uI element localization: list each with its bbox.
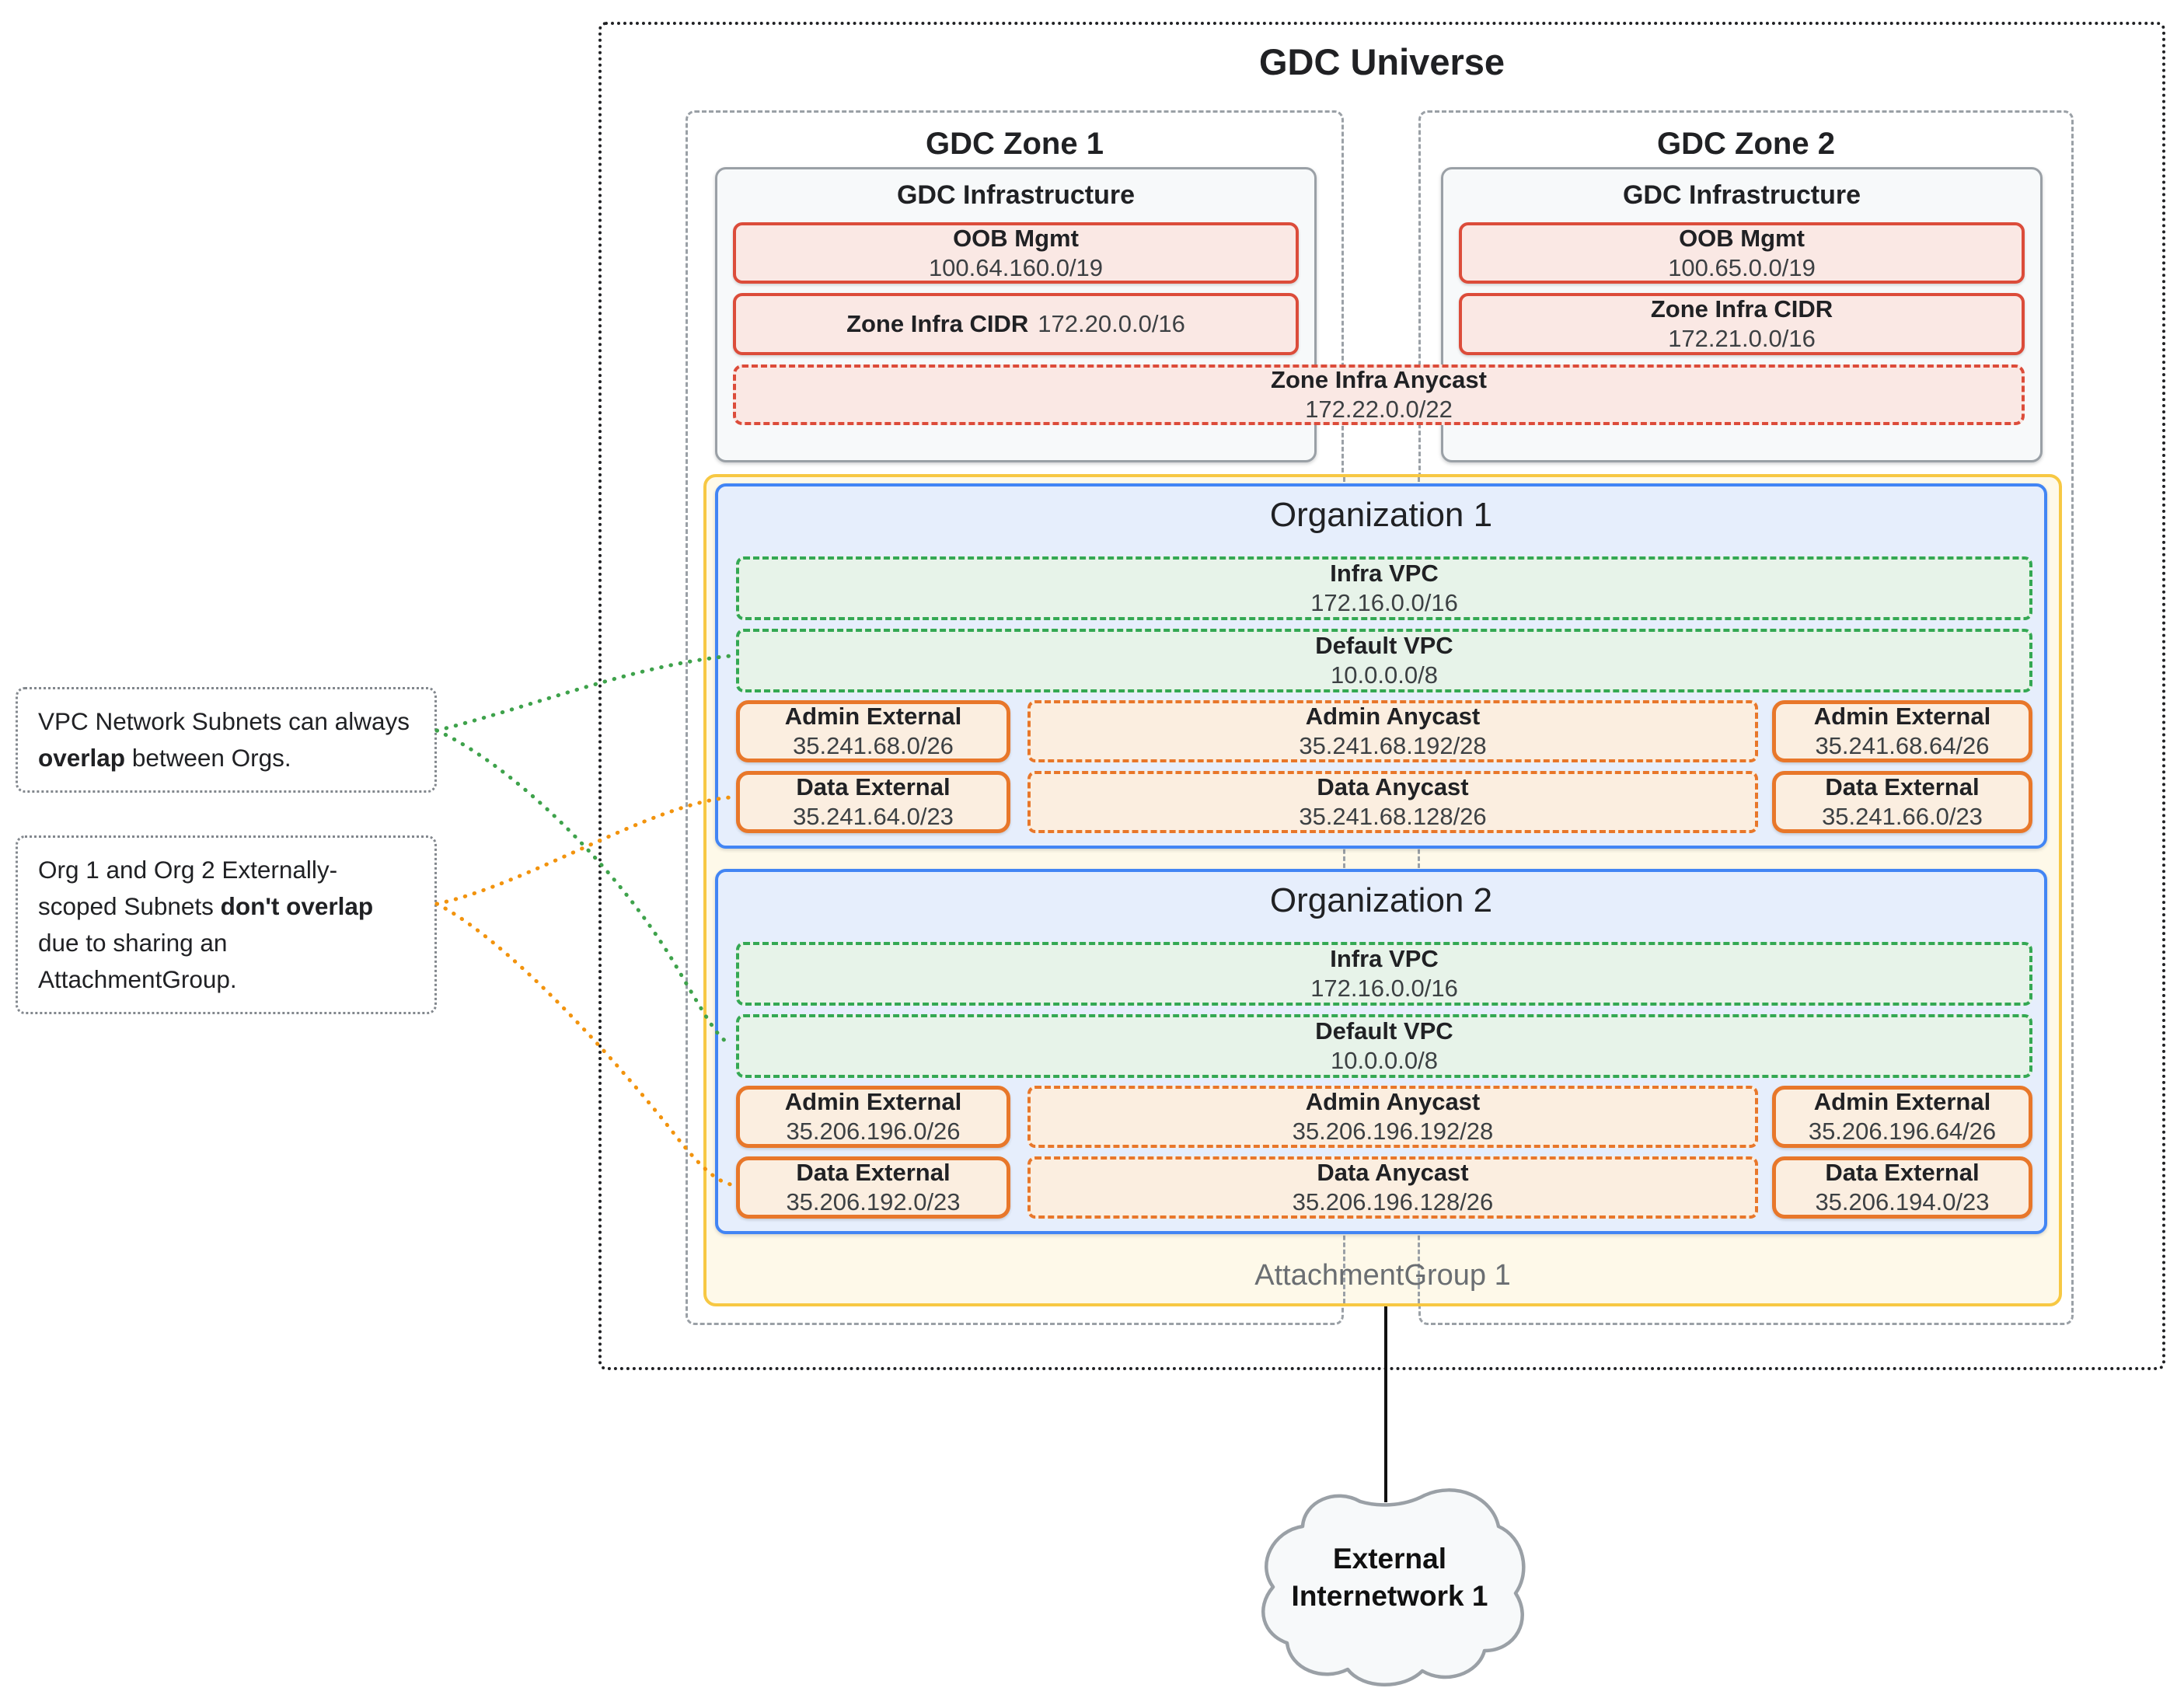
subnet-label: Data Anycast [1317, 773, 1469, 800]
org-2-default-vpc-box: Default VPC 10.0.0.0/8 [736, 1014, 2032, 1078]
org-2-data-external-left-box: Data External 35.206.192.0/23 [736, 1156, 1010, 1219]
subnet-cidr: 35.241.64.0/23 [793, 803, 954, 830]
org-1-admin-external-right-box: Admin External 35.241.68.64/26 [1772, 700, 2032, 762]
note-bold-text: overlap [38, 744, 126, 772]
subnet-cidr: 35.206.194.0/23 [1815, 1188, 1990, 1215]
note-bold-text: don't overlap [220, 892, 374, 920]
org-2-default-vpc-cidr: 10.0.0.0/8 [1331, 1047, 1438, 1074]
oob-label-zone-2: OOB Mgmt [1679, 224, 1805, 252]
subnet-label: Admin External [784, 703, 962, 730]
org-1-default-vpc-cidr: 10.0.0.0/8 [1331, 661, 1438, 689]
subnet-cidr: 35.241.68.192/28 [1299, 732, 1487, 759]
org-1-admin-external-left-box: Admin External 35.241.68.0/26 [736, 700, 1010, 762]
external-internetwork-line2: Internetwork 1 [1291, 1580, 1488, 1612]
zone-infra-cidr-label-zone-2: Zone Infra CIDR [1650, 295, 1833, 323]
oob-label-zone-1: OOB Mgmt [953, 224, 1079, 252]
external-internetwork-label: External Internetwork 1 [1242, 1540, 1537, 1615]
zone-infra-anycast-value: 172.22.0.0/22 [1305, 396, 1453, 423]
subnet-label: Admin Anycast [1305, 1088, 1481, 1115]
org-1-data-external-right-box: Data External 35.241.66.0/23 [1772, 771, 2032, 833]
subnet-cidr: 35.241.68.64/26 [1815, 732, 1990, 759]
infra-title-zone-1: GDC Infrastructure [896, 180, 1136, 210]
subnet-label: Admin External [1813, 1088, 1991, 1115]
org-2-admin-external-right-box: Admin External 35.206.196.64/26 [1772, 1086, 2032, 1148]
note-text: Org 1 and Org 2 Externally-scoped Subnet… [38, 856, 338, 920]
org-1-data-anycast-box: Data Anycast 35.241.68.128/26 [1027, 771, 1758, 833]
oob-cidr-zone-1: 100.64.160.0/19 [928, 253, 1104, 281]
subnet-cidr: 35.206.196.0/26 [786, 1118, 961, 1145]
attachment-to-internet-line [1384, 1306, 1387, 1502]
subnet-cidr: 35.206.196.192/28 [1292, 1118, 1494, 1145]
org-1-infra-vpc-box: Infra VPC 172.16.0.0/16 [736, 556, 2032, 620]
org-2-admin-external-left-box: Admin External 35.206.196.0/26 [736, 1086, 1010, 1148]
oob-cidr-zone-2: 100.65.0.0/19 [1668, 253, 1816, 281]
org-1-title: Organization 1 [1269, 496, 1493, 534]
org-1-data-external-left-box: Data External 35.241.64.0/23 [736, 771, 1010, 833]
zone-infra-cidr-box-zone-2: Zone Infra CIDR 172.21.0.0/16 [1459, 293, 2025, 355]
subnet-label: Admin Anycast [1305, 703, 1481, 730]
subnet-cidr: 35.241.68.0/26 [793, 732, 954, 759]
org-2-frame: Organization 2 Infra VPC 172.16.0.0/16 D… [715, 869, 2047, 1234]
cloud-icon [1261, 1488, 1526, 1686]
cloud-shape [1261, 1488, 1526, 1686]
attachment-group-label: AttachmentGroup 1 [1254, 1259, 1511, 1292]
subnet-cidr: 35.241.68.128/26 [1299, 803, 1487, 830]
oob-mgmt-box-zone-1: OOB Mgmt 100.64.160.0/19 [733, 222, 1299, 284]
org-2-infra-vpc-label: Infra VPC [1330, 945, 1439, 972]
zone-2-title: GDC Zone 2 [1657, 127, 1835, 161]
zone-infra-cidr-value-zone-2: 172.21.0.0/16 [1668, 325, 1816, 352]
note-no-overlap: Org 1 and Org 2 Externally-scoped Subnet… [16, 835, 437, 1014]
infra-title-zone-2: GDC Infrastructure [1622, 180, 1861, 210]
zone-infra-cidr-label-zone-1: Zone Infra CIDR [846, 310, 1029, 337]
org-2-data-anycast-box: Data Anycast 35.206.196.128/26 [1027, 1156, 1758, 1219]
org-1-infra-vpc-label: Infra VPC [1330, 560, 1439, 587]
subnet-cidr: 35.206.196.64/26 [1808, 1118, 1997, 1145]
zone-infra-cidr-box-zone-1: Zone Infra CIDR 172.20.0.0/16 [733, 293, 1299, 355]
note-text: VPC Network Subnets can always [38, 707, 410, 735]
universe-title: GDC Universe [1258, 41, 1505, 82]
subnet-cidr: 35.206.196.128/26 [1292, 1188, 1494, 1215]
subnet-cidr: 35.241.66.0/23 [1822, 803, 1983, 830]
zone-1-title: GDC Zone 1 [926, 127, 1104, 161]
zone-infra-cidr-value-zone-1: 172.20.0.0/16 [1038, 310, 1185, 337]
subnet-cidr: 35.206.192.0/23 [786, 1188, 961, 1215]
org-2-admin-anycast-box: Admin Anycast 35.206.196.192/28 [1027, 1086, 1758, 1148]
subnet-label: Admin External [1813, 703, 1991, 730]
subnet-label: Data External [796, 1159, 951, 1186]
org-1-admin-anycast-box: Admin Anycast 35.241.68.192/28 [1027, 700, 1758, 762]
subnet-label: Data External [1825, 773, 1980, 800]
org-2-infra-vpc-cidr: 172.16.0.0/16 [1310, 975, 1458, 1002]
note-text: between Orgs. [125, 744, 291, 772]
org-2-data-external-right-box: Data External 35.206.194.0/23 [1772, 1156, 2032, 1219]
external-internetwork-line1: External [1332, 1543, 1446, 1575]
subnet-label: Data External [796, 773, 951, 800]
oob-mgmt-box-zone-2: OOB Mgmt 100.65.0.0/19 [1459, 222, 2025, 284]
org-1-default-vpc-box: Default VPC 10.0.0.0/8 [736, 629, 2032, 692]
org-2-default-vpc-label: Default VPC [1315, 1017, 1453, 1045]
zone-infra-anycast-box: Zone Infra Anycast 172.22.0.0/22 [733, 364, 2025, 425]
note-vpc-overlap: VPC Network Subnets can always overlap b… [16, 687, 437, 793]
subnet-label: Data Anycast [1317, 1159, 1469, 1186]
org-1-frame: Organization 1 Infra VPC 172.16.0.0/16 D… [715, 483, 2047, 849]
org-2-infra-vpc-box: Infra VPC 172.16.0.0/16 [736, 942, 2032, 1006]
subnet-label: Admin External [784, 1088, 962, 1115]
note-text: due to sharing an AttachmentGroup. [38, 929, 237, 993]
org-1-infra-vpc-cidr: 172.16.0.0/16 [1310, 589, 1458, 616]
subnet-label: Data External [1825, 1159, 1980, 1186]
zone-infra-anycast-label: Zone Infra Anycast [1271, 366, 1487, 393]
org-1-default-vpc-label: Default VPC [1315, 632, 1453, 659]
org-2-title: Organization 2 [1269, 881, 1493, 919]
